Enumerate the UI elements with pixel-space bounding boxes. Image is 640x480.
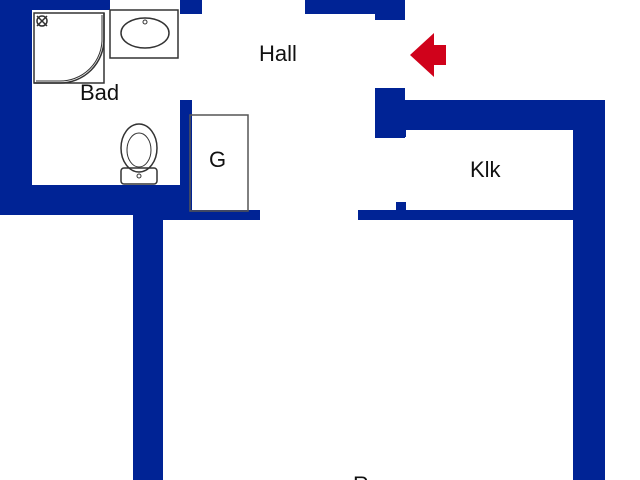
toilet-icon [120, 123, 158, 185]
wall-mid-right [358, 210, 573, 220]
entrance-arrow-icon [410, 33, 446, 77]
wall-bath-right [180, 100, 192, 215]
room-label-bathroom: Bad [80, 80, 119, 105]
wall-right [573, 100, 605, 480]
wall-klk-stub [396, 125, 406, 137]
wall-mid-left [133, 210, 260, 220]
wall-mid-stub [396, 202, 406, 212]
room-label-wardrobe: G [209, 147, 226, 172]
room-label-closet: Klk [470, 157, 502, 182]
wall-top-bath-right [180, 0, 202, 14]
sink-icon [109, 9, 179, 59]
walls [0, 0, 605, 480]
wall-top-bath-left [0, 0, 110, 10]
wall-room-left [133, 210, 163, 480]
wall-klk-top [375, 100, 605, 130]
room-label-hall: Hall [259, 41, 297, 66]
wardrobe-outline [189, 114, 249, 212]
wall-left-bath [0, 0, 32, 215]
shower-icon [33, 12, 105, 84]
wall-top-right-drop [375, 0, 405, 20]
room-label-room: Rum [353, 472, 399, 480]
